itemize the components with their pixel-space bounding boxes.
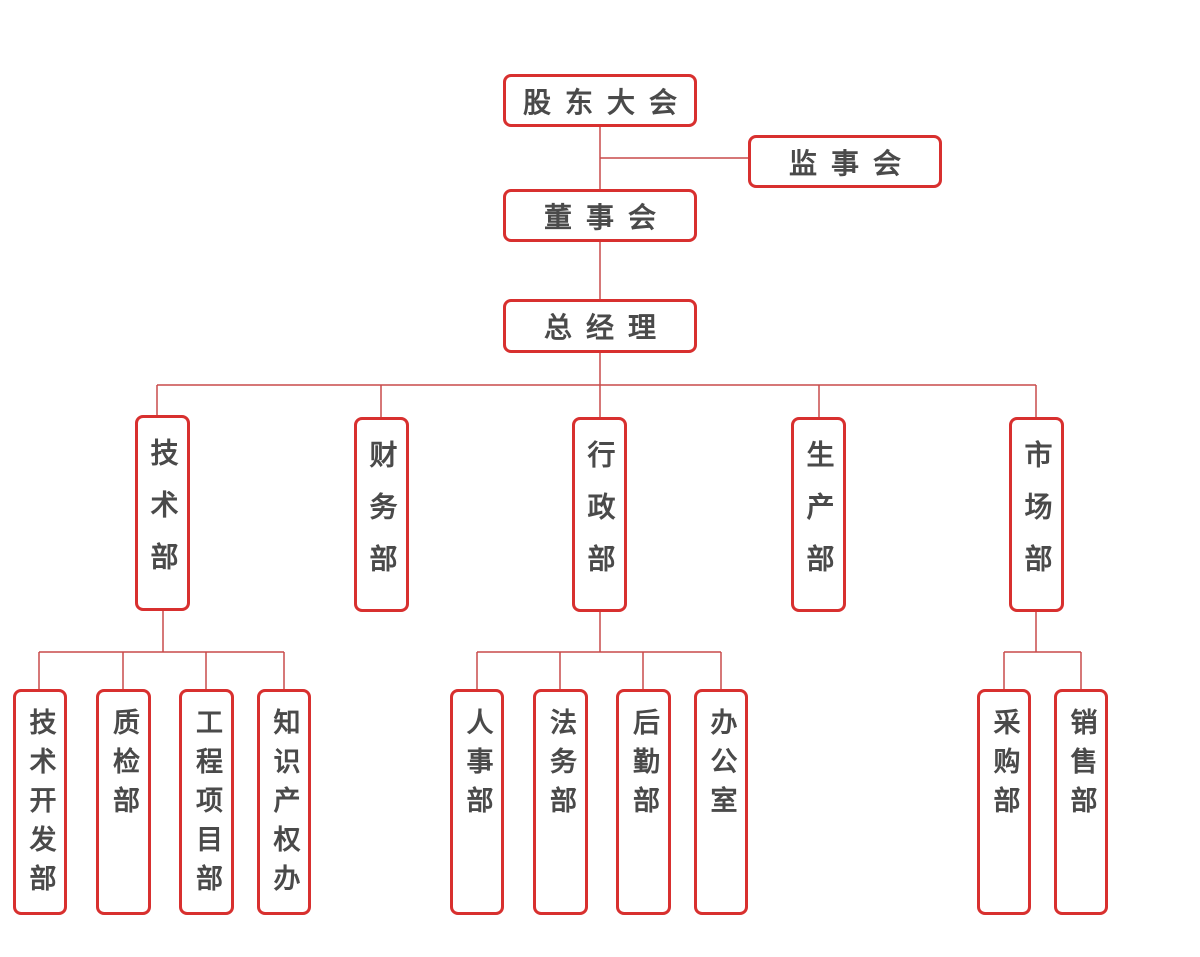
sub-tech-development-box: 技术开发部 [13,689,67,915]
dept-finance-box: 财务部 [354,417,409,612]
sub-ip-office-box: 知识产权办 [257,689,311,915]
dept-admin-box: 行政部 [572,417,627,612]
sub-legal-box: 法务部 [533,689,588,915]
dept-market-box: 市场部 [1009,417,1064,612]
sub-purchasing-box: 采购部 [977,689,1031,915]
supervisors-box: 监事会 [748,135,942,188]
sub-sales-box: 销售部 [1054,689,1108,915]
dept-production-box: 生产部 [791,417,846,612]
sub-office-box: 办公室 [694,689,748,915]
general-manager-box: 总经理 [503,299,697,353]
shareholders-box: 股东大会 [503,74,697,127]
sub-quality-inspection-box: 质检部 [96,689,151,915]
sub-logistics-box: 后勤部 [616,689,671,915]
board-box: 董事会 [503,189,697,242]
sub-engineering-project-box: 工程项目部 [179,689,234,915]
sub-hr-box: 人事部 [450,689,504,915]
dept-tech-box: 技术部 [135,415,190,611]
